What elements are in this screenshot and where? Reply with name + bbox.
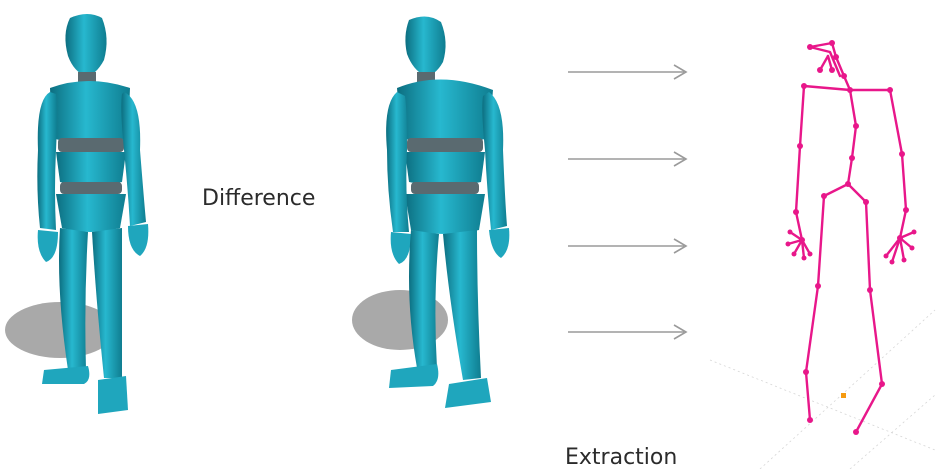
- head: [405, 16, 445, 76]
- pelvis: [405, 194, 485, 234]
- abdomen: [56, 152, 126, 186]
- arrow-4: [568, 325, 686, 339]
- right-arm: [121, 92, 146, 226]
- difference-label: Difference: [202, 186, 315, 211]
- right-leg: [443, 230, 481, 380]
- right-hand: [489, 228, 509, 258]
- left-foot: [42, 366, 89, 384]
- arrow-3: [568, 239, 686, 253]
- abdomen: [405, 152, 485, 186]
- left-arm: [386, 92, 409, 232]
- left-arm: [37, 92, 57, 230]
- left-hand: [38, 230, 58, 262]
- pelvis: [56, 194, 126, 232]
- head: [65, 14, 106, 76]
- extraction-label: Extraction: [565, 445, 677, 470]
- ground-grid: [710, 310, 935, 469]
- waist-joint: [407, 138, 483, 152]
- right-foot: [98, 376, 128, 414]
- hip-joint: [60, 182, 122, 194]
- right-hand: [128, 224, 148, 256]
- arrow-1: [568, 65, 686, 79]
- root-marker: [841, 393, 846, 398]
- left-hand: [391, 232, 411, 264]
- chest: [50, 81, 130, 144]
- skeleton-figure: [700, 0, 938, 469]
- left-foot: [389, 364, 438, 388]
- right-arm: [482, 92, 507, 230]
- arrow-2: [568, 152, 686, 166]
- chest: [397, 79, 493, 144]
- hip-joint: [411, 182, 479, 194]
- mannequin-figure-middle: [345, 0, 555, 469]
- extraction-arrows: [566, 60, 696, 350]
- right-leg: [92, 228, 122, 378]
- waist-joint: [58, 138, 124, 152]
- right-foot: [445, 378, 491, 408]
- mannequin-figure-left: [0, 0, 175, 469]
